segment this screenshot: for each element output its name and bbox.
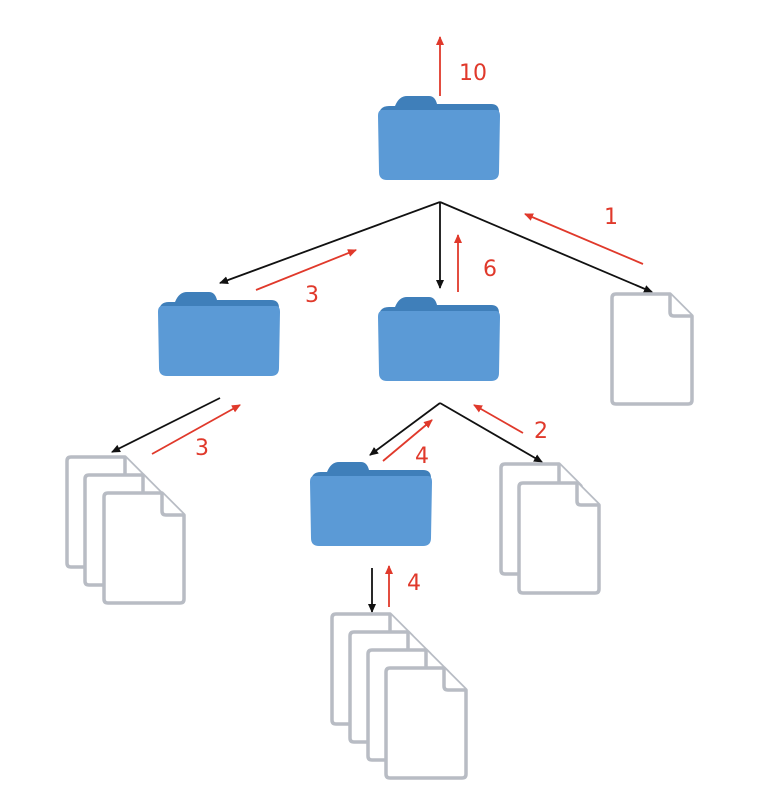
edge-middle-folder-to-files xyxy=(439,402,543,463)
count-label-sub-folder: 4 xyxy=(415,444,429,469)
size-edges xyxy=(151,36,644,607)
file-stack-icon xyxy=(65,455,186,605)
count-label-sub-files: 4 xyxy=(407,571,421,596)
folder-icon xyxy=(158,292,280,376)
folder-icon xyxy=(378,297,500,381)
folder-icon xyxy=(378,96,500,180)
size-arrow-left-folder xyxy=(255,249,357,291)
count-label-left-folder: 3 xyxy=(305,283,319,308)
file-stack-icon xyxy=(499,462,601,595)
count-label-root-file: 1 xyxy=(604,205,618,230)
file-icon xyxy=(610,292,694,406)
size-arrow-root-file xyxy=(524,213,644,265)
size-arrow-middle-files xyxy=(473,404,524,434)
count-label-root: 10 xyxy=(459,61,487,86)
size-arrow-left-files xyxy=(151,404,241,455)
size-arrow-sub-folder xyxy=(382,419,433,462)
file-stack-icon xyxy=(330,612,468,780)
edge-root-to-left-folder xyxy=(219,201,441,284)
folder-icon xyxy=(310,462,432,546)
count-label-middle-folder: 6 xyxy=(483,257,497,282)
count-label-left-files: 3 xyxy=(195,436,209,461)
tree-edges xyxy=(111,201,653,613)
edge-root-to-root-file xyxy=(439,201,653,293)
edge-middle-folder-to-sub-folder xyxy=(369,402,441,456)
edge-left-folder-to-files xyxy=(111,397,221,453)
count-label-middle-files: 2 xyxy=(534,419,548,444)
